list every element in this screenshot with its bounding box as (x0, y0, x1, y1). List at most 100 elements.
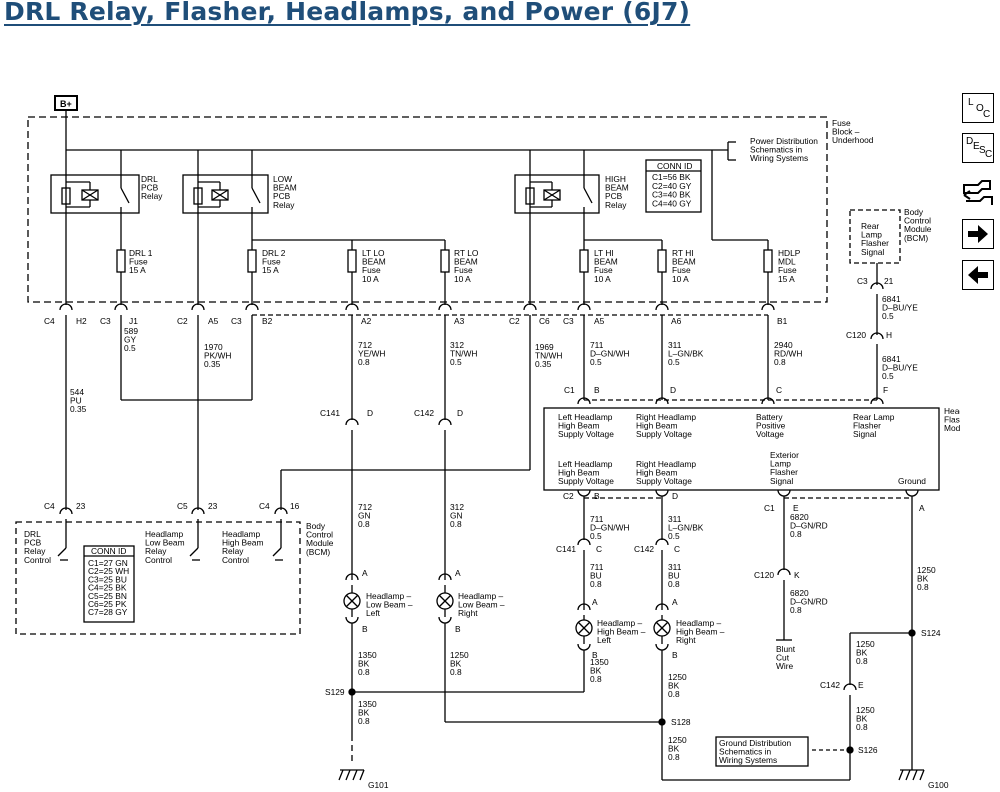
connector-pin-label: D (672, 491, 678, 501)
wire-label: 6820 (790, 512, 809, 522)
wire-label: 544 (70, 387, 84, 397)
next-page-button[interactable] (962, 219, 994, 249)
wire-label: 0.8 (856, 656, 868, 666)
wire-label: 6841 (882, 354, 901, 364)
flasher-input-label: Rear Lamp (853, 412, 895, 422)
rt-lo-beam-fuse-label: Fuse (454, 265, 473, 275)
splice-label: S126 (858, 745, 878, 755)
rt-hi-beam-fuse-label: 10 A (672, 274, 689, 284)
wire-label: 0.35 (70, 404, 87, 414)
bcm-high-control-label: Relay (222, 546, 244, 556)
connector-pin-label: C3 (231, 316, 242, 326)
wire-label: 0.8 (590, 674, 602, 684)
nav-letter: E (973, 141, 980, 152)
rt-lo-beam-fuse-label: BEAM (454, 257, 478, 267)
connector-pin-label: 23 (208, 501, 218, 511)
connector-pin-label: C (596, 544, 602, 554)
flasher-output-label: Left Headlamp (558, 459, 613, 469)
connector-pin-label: J1 (129, 316, 138, 326)
rt-hi-beam-fuse-label: BEAM (672, 257, 696, 267)
connector-label: C3 (857, 276, 868, 286)
blunt-cut-wire-label: Blunt (776, 644, 796, 654)
wire-label: 0.5 (590, 357, 602, 367)
flasher-output-label: High Beam (636, 468, 677, 478)
conn-id-row: C6=25 PK (88, 599, 127, 609)
drl-relay-box (50, 174, 140, 214)
description-button[interactable]: D E S C (962, 133, 994, 163)
ground-distribution-note: Ground Distribution (719, 738, 791, 748)
bcm-label: (BCM) (904, 233, 928, 243)
headlamp-label: Left (366, 608, 381, 618)
fuse-block-label: Block – (832, 127, 860, 137)
drl1-fuse-label: 15 A (129, 265, 146, 275)
flasher-input-label: Flasher (853, 421, 881, 431)
conn-id-row: C5=25 BN (88, 591, 127, 601)
ground-distribution-note: Schematics in (719, 746, 771, 756)
wire-label: 1350 (590, 657, 609, 667)
wire-label: 0.8 (668, 752, 680, 762)
bcm-conn-id-table (83, 545, 135, 623)
wire-label: GN (358, 511, 371, 521)
connector-label: C120 (846, 330, 866, 340)
connector-pin-label: H2 (76, 316, 87, 326)
headlamp-label: High Beam – (676, 627, 725, 637)
rear-lamp-signal-label: Flasher (861, 238, 889, 248)
wire-label: 0.8 (774, 357, 786, 367)
wire-label: 1350 (358, 699, 377, 709)
flasher-module-label: Headlamp (944, 406, 960, 416)
connector-view-button[interactable] (962, 175, 994, 209)
wire-label: D–GN/WH (590, 349, 630, 359)
wire-label: 1250 (917, 565, 936, 575)
wire-label: 0.8 (358, 357, 370, 367)
location-button[interactable]: L O C (962, 93, 994, 123)
wire-label: 1250 (856, 705, 875, 715)
flasher-output-label: High Beam (558, 468, 599, 478)
high-beam-relay-label: HIGH (605, 174, 626, 184)
low-beam-relay-label: BEAM (273, 183, 297, 193)
ground-label: G100 (928, 780, 949, 790)
high-beam-relay-box (514, 174, 600, 214)
flasher-ground-label: Ground (898, 476, 926, 486)
drl1-fuse-label: Fuse (129, 257, 148, 267)
flasher-input-label: High Beam (558, 421, 599, 431)
low-beam-relay-box (182, 174, 269, 214)
conn-id-row: C4=25 BK (88, 583, 127, 593)
connector-label: C142 (820, 680, 840, 690)
connector-pin-label: C (674, 544, 680, 554)
flasher-input-label: Signal (853, 429, 876, 439)
fuse-rt-hi-beam (657, 249, 667, 273)
headlamp-flasher-module-box (543, 407, 940, 491)
ground-distribution-note: Wiring Systems (719, 755, 777, 765)
wire-label: RD/WH (774, 349, 802, 359)
power-distribution-note: Power Distribution (750, 136, 818, 146)
wire-label: BU (668, 571, 680, 581)
wire-label: 712 (358, 502, 372, 512)
wire-label: TN/WH (450, 349, 477, 359)
rear-lamp-signal-label: Rear (861, 221, 879, 231)
connector-pin-label: C4 (259, 501, 270, 511)
lt-hi-beam-fuse-label: 10 A (594, 274, 611, 284)
wire-label: 0.35 (204, 359, 221, 369)
flasher-output-label: Right Headlamp (636, 459, 696, 469)
wire-label: 0.8 (590, 579, 602, 589)
connector-pin-label: A5 (208, 316, 219, 326)
lamp-pin-label: B (592, 650, 598, 660)
connector-swap-icon (963, 180, 993, 205)
previous-page-button[interactable] (962, 260, 994, 290)
bcm-low-control-label: Control (145, 555, 172, 565)
wire-label: 1350 (358, 650, 377, 660)
wire-label: 0.8 (450, 519, 462, 529)
hdlp-mdl-fuse-label: 15 A (778, 274, 795, 284)
arrow-left-icon (968, 266, 988, 284)
wire-label: 312 (450, 502, 464, 512)
drl-relay-label: Relay (141, 191, 163, 201)
wire-label: L–GN/BK (668, 523, 704, 533)
wire-label: 0.5 (882, 371, 894, 381)
wire-label: 0.5 (882, 311, 894, 321)
headlamp-label: Headlamp – (366, 591, 412, 601)
rt-hi-beam-fuse-label: RT HI (672, 248, 694, 258)
flasher-output-label: Signal (770, 476, 793, 486)
wire-label: L–GN/BK (668, 349, 704, 359)
wire-label: D–BU/YE (882, 363, 918, 373)
headlamp-label: Left (597, 635, 612, 645)
